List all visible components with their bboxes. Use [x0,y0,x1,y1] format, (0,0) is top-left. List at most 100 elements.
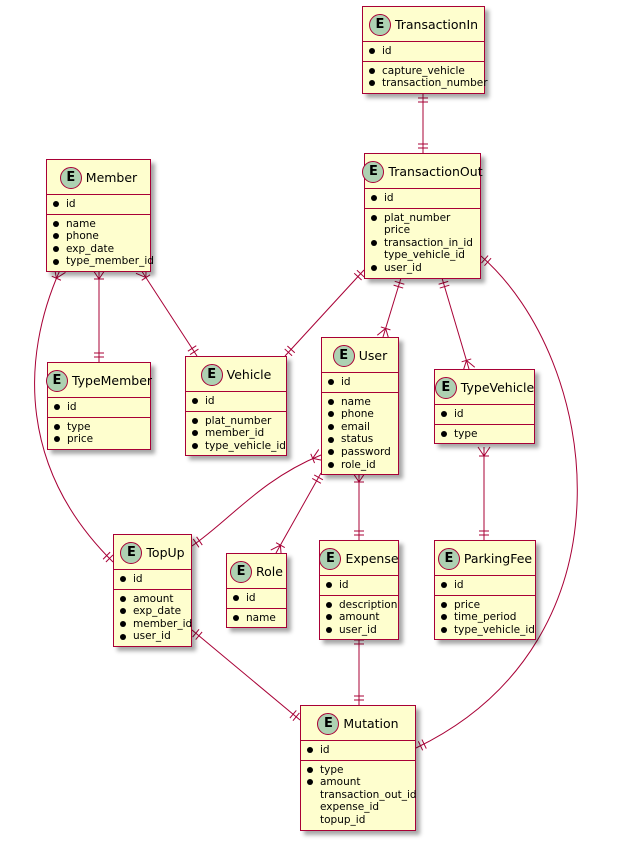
attribute-label: id [454,408,464,420]
mandatory-bullet-icon [326,582,332,589]
attribute-role-id: role_id [328,459,392,472]
attribute-status: status [328,433,392,446]
attribute-id: id [192,395,280,408]
attribute-label: name [246,611,276,624]
mandatory-bullet-icon [369,67,375,74]
attribute-label: type [454,427,478,440]
bar-one-marker-icon [94,352,104,358]
attribute-exp-date: exp_date [53,243,144,256]
attribute-label: id [246,592,256,604]
attribute-member-id: member_id [120,618,192,631]
entity-name: ParkingFee [463,551,533,566]
attribute-type-vehicle-id: type_vehicle_id [441,624,535,637]
entity-badge-icon: E [319,547,342,570]
primary-key-section: id [114,569,191,589]
attribute-label: name [341,395,371,408]
attribute-label: id [133,573,143,585]
attribute-label: phone [66,230,99,243]
primary-key-section: id [322,372,398,392]
relationship-transactionout-user [382,277,402,338]
attribute-exp-date: exp_date [120,605,185,618]
relationship-transactionout-mutation [415,255,578,749]
attribute-label: exp_date [133,605,182,618]
attribute-label: type [67,420,91,433]
entity-name: User [358,348,388,363]
entity-badge-icon: E [332,344,355,367]
attribute-label: type_vehicle_id [384,249,465,262]
bar-one-marker-icon [284,345,296,357]
primary-key-section: id [186,391,286,411]
mandatory-bullet-icon [328,379,334,386]
attribute-transaction-in-id: transaction_in_id [371,237,474,250]
mandatory-bullet-icon [326,614,332,621]
attribute-label: id [67,401,77,413]
entity-badge-icon: E [317,712,340,735]
attribute-id: id [441,408,528,421]
primary-key-section: id [301,740,415,760]
bar-one-marker-icon [481,255,492,267]
bar-one-marker-icon [311,474,324,484]
attribute-user-id: user_id [371,262,474,275]
attribute-password: password [328,446,392,459]
entity-badge-icon: E [45,369,68,392]
entity-badge-icon: E [120,541,143,564]
mandatory-bullet-icon [371,265,377,272]
bar-one-marker-icon [393,280,405,289]
attribute-expense-id: expense_id [307,801,409,814]
bar-one-marker-icon [187,345,199,355]
mandatory-bullet-icon [328,461,334,468]
attribute-type: type [307,764,409,777]
attribute-label: member_id [205,427,265,440]
mandatory-bullet-icon [326,601,332,608]
attribute-label: transaction_out_id [320,788,417,801]
attributes-section: type [435,423,534,444]
crowfoot-many-marker-icon [477,446,491,457]
primary-key-section: id [363,41,484,61]
primary-key-section: id [435,404,534,424]
attribute-id: id [53,198,144,211]
attribute-plat-number: plat_number [192,415,280,428]
entity-badge-icon: E [59,166,82,189]
mandatory-bullet-icon [233,595,239,602]
mandatory-bullet-icon [328,411,334,418]
attribute-label: amount [339,611,380,624]
attribute-label: time_period [454,611,517,624]
attribute-label: user_id [339,623,377,636]
attribute-label: amount [133,592,174,605]
attribute-id: id [233,592,280,605]
bar-one-marker-icon [289,710,300,721]
mandatory-bullet-icon [120,595,126,602]
attribute-price: price [441,599,529,612]
mandatory-bullet-icon [441,627,447,634]
mandatory-bullet-icon [441,411,447,418]
mandatory-bullet-icon [326,627,332,634]
mandatory-bullet-icon [53,233,59,240]
mandatory-bullet-icon [233,614,239,621]
attribute-topup-id: topup_id [307,814,409,827]
attribute-label: id [320,744,330,756]
mandatory-bullet-icon [371,214,377,221]
attribute-label: type_vehicle_id [454,623,535,636]
relationship-topup-mutation [191,629,301,721]
attribute-type: type [441,428,528,441]
attribute-type-vehicle-id: type_vehicle_id [371,249,474,262]
